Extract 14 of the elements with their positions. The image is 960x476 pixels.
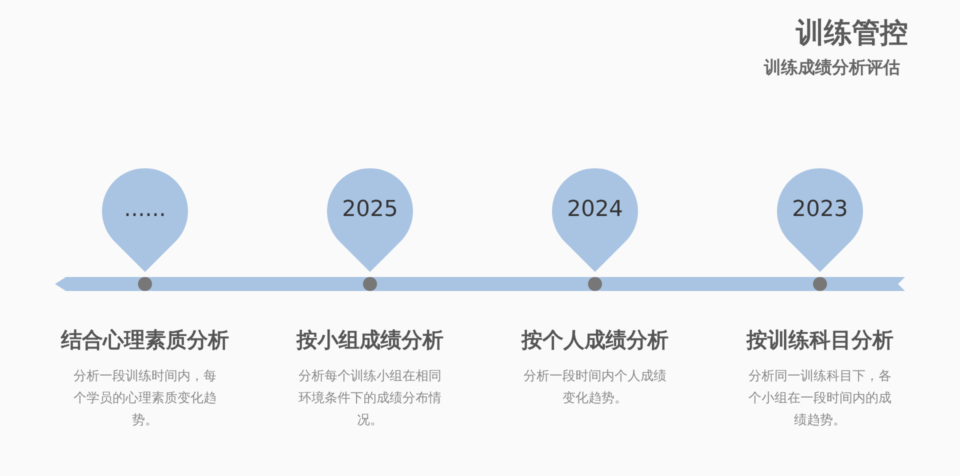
description: 分析一段时间内个人成绩变化趋势。 <box>522 368 668 408</box>
location-pin: 2024 <box>550 168 640 272</box>
title: 训练管控 <box>796 15 908 51</box>
column-heading: 按训练科目分析 <box>745 327 894 354</box>
column-heading: 按小组成绩分析 <box>295 327 444 354</box>
column-heading: 按个人成绩分析 <box>520 327 670 354</box>
description: 分析同一训练科目下，各个小组在一段时间内的成绩趋势。 <box>748 368 892 430</box>
subtitle: 训练成绩分析评估 <box>764 57 900 79</box>
location-pin: 2023 <box>775 168 865 272</box>
description: 分析每个训练小组在相同环境条件下的成绩分布情况。 <box>298 368 442 430</box>
location-pin: ...... <box>100 168 190 272</box>
location-pin: 2025 <box>325 168 415 272</box>
description: 分析一段训练时间内，每个学员的心理素质变化趋势。 <box>72 368 218 430</box>
column-heading: 结合心理素质分析 <box>60 327 230 354</box>
